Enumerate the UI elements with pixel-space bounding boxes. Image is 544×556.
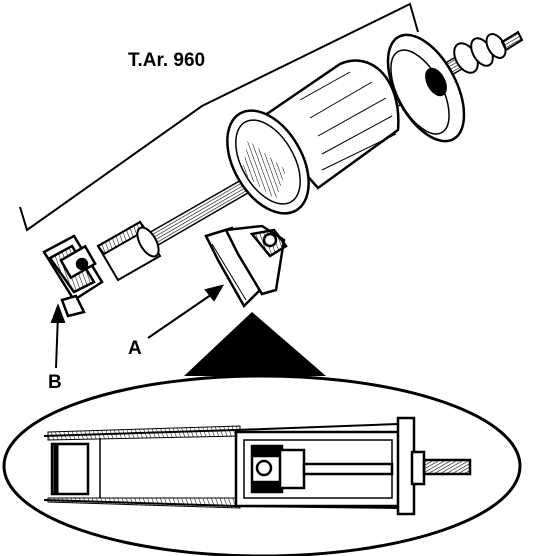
adaptor-piece [204, 224, 288, 309]
leader-arrow-a [147, 284, 225, 339]
leader-arrow-b [50, 303, 66, 369]
universal-joint [42, 234, 104, 318]
inset-pointer-cone [184, 312, 326, 376]
tool-name-label: T.Ar. 960 [128, 50, 205, 71]
sleeve-section [234, 430, 402, 508]
end-plate-section [396, 416, 472, 516]
cylinder-sleeve [226, 59, 400, 215]
label-b: B [48, 372, 62, 393]
coupling-block [96, 220, 162, 282]
housing-bore [43, 423, 399, 509]
tool-bracket [19, 2, 419, 232]
section-inset [2, 374, 522, 556]
end-plate [386, 33, 466, 143]
spindle-nuts [453, 30, 524, 74]
label-a: A [128, 338, 142, 359]
